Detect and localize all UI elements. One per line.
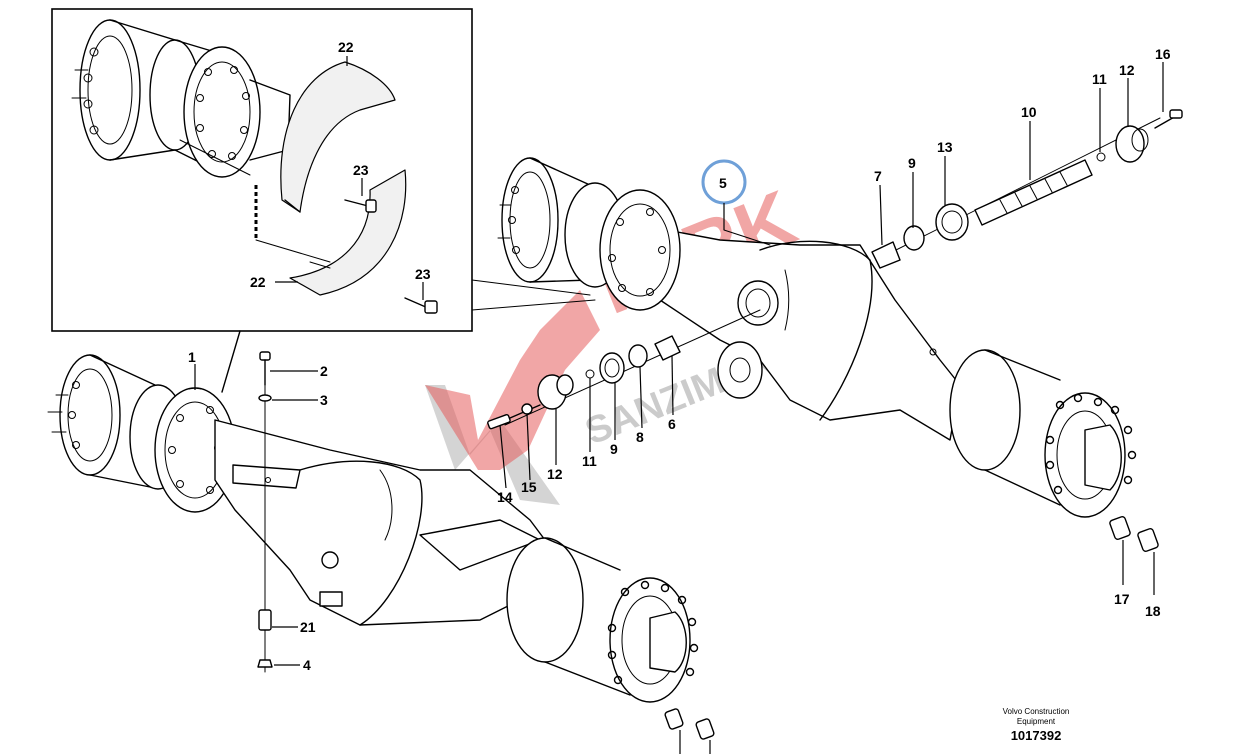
label-part-7: 7	[874, 168, 882, 184]
label-part-10: 10	[1021, 104, 1037, 120]
label-part-13: 13	[937, 139, 953, 155]
label-part-8: 8	[636, 429, 644, 445]
label-part-12-lower: 12	[547, 466, 563, 482]
label-part-18: 18	[1145, 603, 1161, 619]
label-part-5: 5	[719, 175, 727, 191]
label-22-upper: 22	[338, 39, 354, 55]
label-23-upper: 23	[353, 162, 369, 178]
exploded-pin-parts-right	[871, 109, 1183, 269]
guard-lower-part-22	[289, 169, 407, 296]
label-part-15: 15	[521, 479, 537, 495]
label-part-11-upper: 11	[1092, 71, 1107, 87]
footer-block: Volvo Construction Equipment 1017392	[1003, 707, 1070, 743]
label-part-17: 17	[1114, 591, 1130, 607]
label-part-16: 16	[1155, 46, 1171, 62]
exploded-pin-parts-left	[487, 335, 681, 430]
label-part-21: 21	[300, 619, 316, 635]
footer-line-2: Equipment	[1017, 717, 1056, 726]
inset-detail-box: 22 23 22 23	[51, 8, 473, 332]
part-labels: 1 2 3 21 4 5 14 15 12 11 9 8 6 7 9 13 10…	[188, 46, 1171, 673]
bolt-stack-parts-2-3-21-4	[257, 351, 273, 673]
inset-hub	[71, 19, 291, 178]
label-23-lower: 23	[415, 266, 431, 282]
label-part-12-upper: 12	[1119, 62, 1135, 78]
label-part-2: 2	[320, 363, 328, 379]
guard-upper-part-22	[280, 61, 396, 213]
label-part-4: 4	[303, 657, 311, 673]
footer-doc-number: 1017392	[1011, 728, 1062, 743]
axle-assembly-lower	[47, 354, 699, 703]
bolt-part-23-lower	[404, 297, 438, 314]
label-part-9-lower: 9	[610, 441, 618, 457]
bolt-part-23-upper	[344, 199, 377, 213]
leader-lines	[194, 62, 1164, 666]
label-part-14: 14	[497, 489, 513, 505]
axle-assembly-upper	[497, 157, 1137, 518]
label-22-lower: 22	[250, 274, 266, 290]
wheel-nuts-parts-17-18	[664, 516, 1159, 754]
label-part-9-upper: 9	[908, 155, 916, 171]
label-part-1: 1	[188, 349, 196, 365]
label-part-6: 6	[668, 416, 676, 432]
label-part-11-lower: 11	[582, 453, 597, 469]
footer-line-1: Volvo Construction	[1003, 707, 1070, 716]
label-part-3: 3	[320, 392, 328, 408]
